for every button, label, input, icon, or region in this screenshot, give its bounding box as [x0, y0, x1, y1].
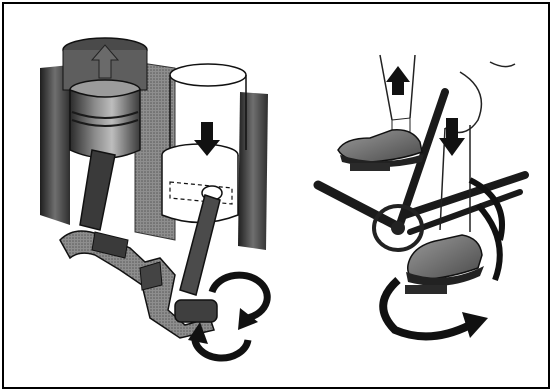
pedal-lower — [405, 285, 447, 294]
pedal-upper — [350, 163, 390, 171]
crank-hub — [391, 221, 405, 235]
cylinder-top-right — [170, 64, 246, 86]
crank-end-shaft — [175, 300, 217, 322]
piston-body-left — [70, 90, 140, 158]
cylinder-wall-right — [238, 92, 268, 250]
